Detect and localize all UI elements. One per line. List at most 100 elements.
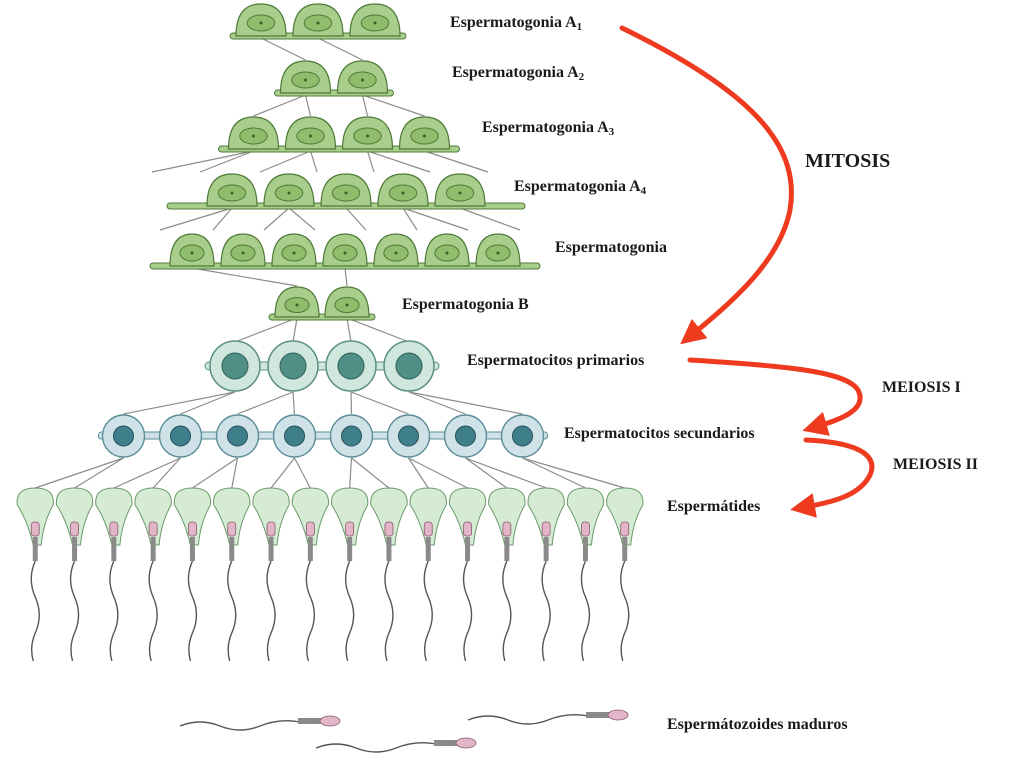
sperm-head bbox=[188, 521, 197, 537]
sperm-head bbox=[502, 521, 512, 537]
mitosis-arrow bbox=[619, 25, 794, 345]
spermatid-cell bbox=[213, 487, 251, 546]
midpiece bbox=[622, 537, 628, 561]
nucleolus bbox=[343, 251, 347, 255]
flagellum bbox=[620, 560, 630, 662]
nucleus bbox=[455, 425, 476, 447]
sperm-head bbox=[305, 521, 315, 537]
nucleolus bbox=[345, 303, 349, 307]
spermatogonia-row bbox=[218, 116, 460, 153]
nucleus bbox=[512, 425, 533, 447]
spermatid-cell bbox=[566, 487, 605, 546]
flagellum bbox=[541, 560, 551, 662]
midpiece bbox=[347, 537, 353, 561]
spermatid-cell bbox=[527, 487, 565, 546]
spermatogonia-row bbox=[166, 173, 526, 210]
nucleus bbox=[227, 425, 248, 447]
spermatid-cell bbox=[370, 487, 408, 546]
spermatid-row bbox=[16, 487, 644, 662]
spermatid-cell bbox=[488, 487, 526, 546]
nucleus bbox=[279, 352, 307, 380]
label-meiosis-1: MEIOSIS I bbox=[882, 379, 961, 396]
nucleus bbox=[170, 425, 191, 447]
flagellum bbox=[580, 560, 591, 662]
spermatogonia-row bbox=[229, 3, 407, 40]
flagellum bbox=[344, 560, 355, 662]
label-mature-sperm: Espermátozoides maduros bbox=[667, 716, 848, 733]
nucleolus bbox=[309, 134, 312, 138]
nucleolus bbox=[445, 251, 449, 255]
midpiece bbox=[111, 537, 117, 561]
nucleolus bbox=[366, 134, 369, 138]
meiosis2-arrow bbox=[790, 437, 875, 518]
cell-bridge bbox=[204, 361, 440, 371]
nucleolus bbox=[252, 134, 255, 138]
label-spermatogonia: Espermatogonia bbox=[555, 239, 667, 256]
nucleolus bbox=[295, 303, 299, 307]
flagellum bbox=[69, 560, 80, 662]
phase-arrows bbox=[619, 25, 875, 518]
sperm-head bbox=[319, 715, 341, 727]
nucleolus bbox=[423, 134, 426, 138]
spermatid-cell bbox=[16, 487, 54, 546]
lineage-lines bbox=[35, 37, 625, 489]
flagellum bbox=[148, 560, 158, 662]
nucleolus bbox=[373, 21, 377, 25]
nucleolus bbox=[344, 191, 348, 195]
nucleus bbox=[395, 352, 423, 380]
sperm-head bbox=[620, 521, 630, 537]
midpiece bbox=[72, 537, 78, 561]
flagellum bbox=[30, 560, 40, 662]
flagellum bbox=[109, 560, 119, 662]
nucleolus bbox=[401, 191, 405, 195]
sperm-head bbox=[227, 521, 237, 537]
cell-rows bbox=[16, 3, 644, 753]
spermatid-cell bbox=[409, 487, 447, 546]
secondary-spermatocyte-row bbox=[98, 414, 548, 458]
nucleolus bbox=[241, 251, 245, 255]
sperm-head bbox=[30, 521, 40, 537]
midpiece bbox=[465, 537, 471, 561]
nucleus bbox=[341, 425, 362, 447]
flagellum bbox=[467, 713, 589, 725]
nucleolus bbox=[190, 251, 194, 255]
nucleolus bbox=[361, 78, 364, 82]
label-meiosis-2: MEIOSIS II bbox=[893, 456, 978, 473]
label-primary-spermatocytes: Espermatocitos primarios bbox=[467, 352, 645, 369]
sperm-head bbox=[70, 521, 79, 537]
spermatid-cell bbox=[330, 487, 369, 546]
nucleus bbox=[398, 425, 419, 447]
sperm-head bbox=[109, 521, 119, 537]
midpiece bbox=[189, 537, 195, 561]
midpiece bbox=[307, 537, 313, 561]
nucleus bbox=[284, 425, 305, 447]
sperm-head bbox=[384, 521, 394, 537]
sperm-head bbox=[581, 521, 590, 537]
flagellum bbox=[266, 560, 276, 662]
label-spermatogonia-a1: Espermatogonia A1 bbox=[450, 14, 583, 33]
sperm-head bbox=[607, 709, 629, 721]
spermatid-cell bbox=[448, 487, 487, 546]
nucleus bbox=[113, 425, 134, 447]
sperm-head bbox=[541, 521, 551, 537]
flagellum bbox=[423, 560, 433, 662]
midpiece bbox=[434, 740, 458, 746]
nucleolus bbox=[316, 21, 320, 25]
spermatogonia-row bbox=[149, 233, 541, 270]
midpiece bbox=[298, 718, 322, 724]
flagellum bbox=[227, 560, 237, 662]
flagellum bbox=[315, 741, 437, 753]
spermatid-cell bbox=[252, 487, 290, 546]
sperm-head bbox=[455, 737, 477, 749]
cell-bridge bbox=[98, 431, 548, 440]
spermatid-cell bbox=[55, 487, 94, 546]
mature-sperm-group bbox=[179, 709, 629, 753]
flagellum bbox=[187, 560, 198, 662]
spermatogonia-row bbox=[268, 286, 376, 321]
flagellum bbox=[502, 560, 512, 662]
label-spermatogonia-a2: Espermatogonia A2 bbox=[452, 64, 585, 83]
primary-spermatocyte-row bbox=[204, 340, 440, 392]
label-secondary-spermatocytes: Espermatocitos secundarios bbox=[564, 425, 755, 442]
flagellum bbox=[462, 560, 473, 662]
midpiece bbox=[150, 537, 156, 561]
